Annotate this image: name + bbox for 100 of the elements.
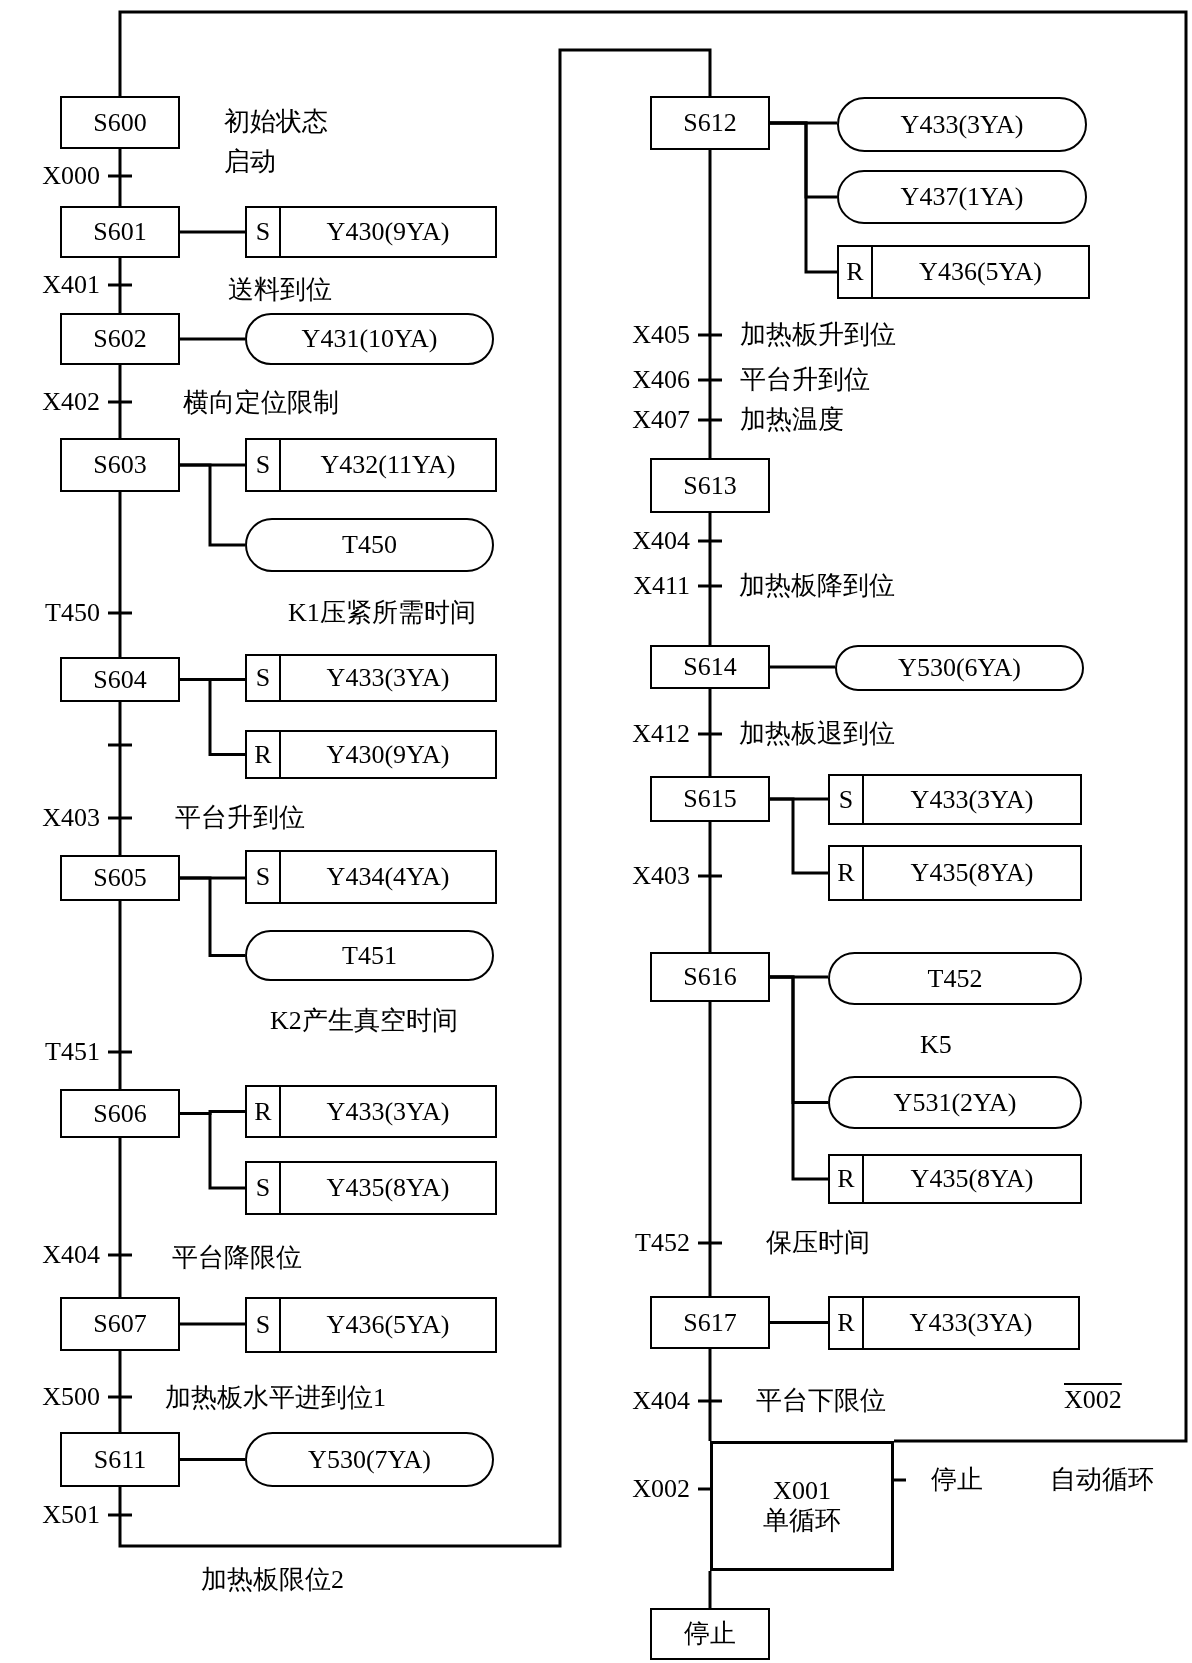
connector-line — [118, 48, 712, 1548]
box-label: 单循环 — [763, 1506, 841, 1536]
note-label: 加热温度 — [740, 405, 844, 435]
qualifier-label: S — [247, 1163, 281, 1213]
connector-line — [118, 258, 122, 313]
end-box: 停止 — [650, 1608, 770, 1660]
signal-label: X500 — [42, 1382, 100, 1412]
output-label: Y434(4YA) — [325, 861, 451, 893]
action-box — [245, 730, 497, 779]
step-box: S614 — [650, 645, 770, 689]
action-box — [245, 850, 497, 904]
step-box: S603 — [60, 438, 180, 492]
connector-line — [180, 463, 245, 547]
signal-label: X501 — [42, 1500, 100, 1530]
note-label: 平台下限位 — [756, 1386, 886, 1416]
output-label: Y435(8YA) — [325, 1172, 451, 1204]
step-box: S606 — [60, 1089, 180, 1138]
output-label: Y433(3YA) — [325, 1095, 451, 1128]
step-box: S600 — [60, 96, 180, 149]
note-label: 加热板限位2 — [201, 1565, 344, 1595]
signal-label: X403 — [42, 803, 100, 833]
output-label: Y435(8YA) — [909, 1163, 1035, 1195]
connector-line — [118, 10, 1188, 1443]
connector-line — [708, 1002, 712, 1296]
qualifier-label: R — [247, 732, 281, 777]
connector-line — [180, 337, 245, 341]
action-box — [828, 774, 1082, 825]
signal-label: X403 — [632, 861, 690, 891]
step-box: S602 — [60, 313, 180, 365]
step-box: S604 — [60, 657, 180, 702]
note-label: 初始状态 — [224, 107, 328, 137]
connector-line — [770, 665, 835, 669]
connector-line — [180, 1322, 245, 1326]
note-label: 自动循环 — [1050, 1465, 1154, 1495]
connector-line — [708, 689, 712, 776]
qualifier-label: R — [247, 1087, 281, 1136]
action-pill: T450 — [245, 518, 494, 572]
action-box — [837, 245, 1090, 299]
action-pill: Y431(10YA) — [245, 313, 494, 365]
signal-label: X002 — [632, 1474, 690, 1504]
action-pill: Y530(7YA) — [245, 1432, 494, 1487]
note-label: 加热板退到位 — [739, 719, 895, 749]
step-box: S616 — [650, 952, 770, 1002]
branch-box — [710, 1441, 894, 1571]
connector-line — [770, 797, 828, 875]
action-box — [245, 206, 497, 258]
connector-line — [118, 365, 122, 438]
action-box — [245, 1161, 497, 1215]
step-box: S601 — [60, 206, 180, 258]
connector-line — [770, 121, 837, 274]
signal-label: X000 — [42, 161, 100, 191]
connector-line — [180, 1458, 245, 1461]
qualifier-label: S — [247, 852, 281, 902]
signal-label: T450 — [45, 598, 100, 628]
signal-label: X404 — [632, 1386, 690, 1416]
note-label: 启动 — [224, 147, 276, 177]
note-label: 平台升到位 — [740, 365, 870, 395]
step-box: S615 — [650, 776, 770, 822]
signal-label: X407 — [632, 405, 690, 435]
output-label: Y433(3YA) — [908, 1307, 1034, 1339]
step-box: S613 — [650, 458, 770, 513]
signal-label: X401 — [42, 270, 100, 300]
signal-label: X406 — [632, 365, 690, 395]
action-pill: T451 — [245, 930, 494, 981]
connector-line — [708, 1349, 712, 1441]
qualifier-label: S — [247, 208, 281, 256]
signal-label: X402 — [42, 387, 100, 417]
action-pill: Y531(2YA) — [828, 1076, 1082, 1129]
qualifier-label: R — [839, 247, 873, 297]
connector-line — [180, 1112, 245, 1190]
connector-line — [180, 678, 245, 756]
connector-line — [708, 150, 712, 458]
signal-label: X405 — [632, 320, 690, 350]
action-box — [245, 1085, 497, 1138]
action-pill: T452 — [828, 952, 1082, 1005]
output-label: Y436(5YA) — [325, 1309, 451, 1341]
action-box — [245, 1297, 497, 1353]
qualifier-label: R — [830, 1156, 864, 1202]
note-label: 加热板降到位 — [739, 571, 895, 601]
note-label: 加热板水平进到位1 — [165, 1383, 386, 1413]
step-box: S607 — [60, 1297, 180, 1351]
output-label: Y430(9YA) — [325, 216, 451, 248]
qualifier-label: S — [247, 656, 281, 700]
signal-label: T452 — [635, 1228, 690, 1258]
output-label: Y433(3YA) — [325, 662, 451, 694]
action-box — [245, 438, 497, 492]
note-label: 加热板升到位 — [740, 320, 896, 350]
signal-label: T451 — [45, 1037, 100, 1067]
step-box: S605 — [60, 855, 180, 901]
note-label: 平台降限位 — [172, 1243, 302, 1273]
connector-line — [118, 901, 122, 1089]
action-box — [245, 654, 497, 702]
step-box: S612 — [650, 96, 770, 150]
connector-line — [708, 1571, 712, 1608]
signal-label: X404 — [632, 526, 690, 556]
connector-line — [118, 492, 122, 657]
signal-label: X412 — [632, 719, 690, 749]
signal-label: X404 — [42, 1240, 100, 1270]
note-label: 停止 — [931, 1465, 983, 1495]
note-label: 平台升到位 — [175, 803, 305, 833]
